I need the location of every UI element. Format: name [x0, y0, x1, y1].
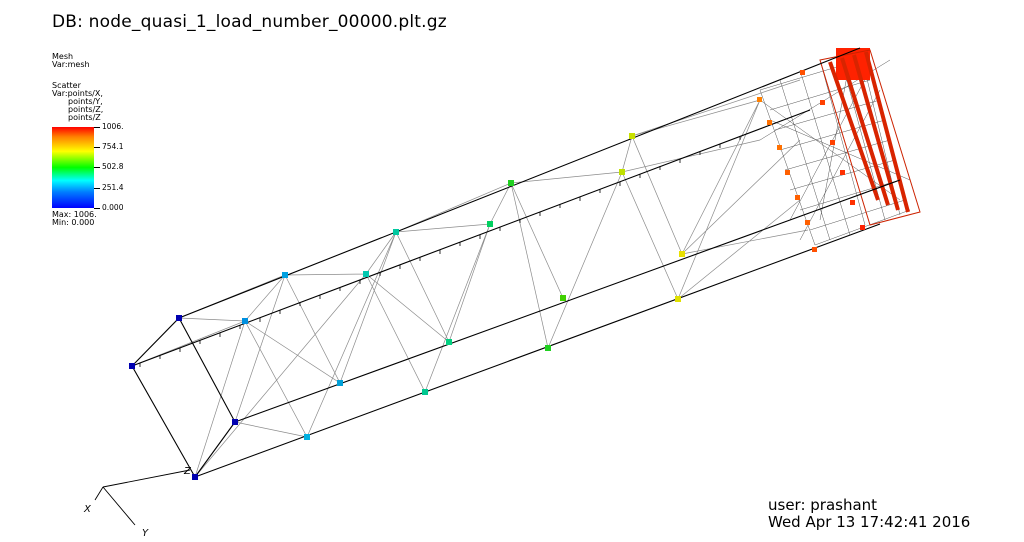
truss-web: [131, 79, 809, 478]
legend-minmax: Max: 1006. Min: 0.000: [52, 211, 97, 227]
user-name: user: prashant: [768, 496, 878, 514]
point: [508, 180, 514, 186]
database-title: DB: node_quasi_1_load_number_00000.plt.g…: [52, 12, 447, 32]
axis-label-y: Y: [142, 528, 149, 539]
point: [830, 140, 835, 145]
point: [629, 133, 635, 139]
point: [337, 380, 343, 386]
scatter-var-z: points/Z,: [68, 105, 104, 114]
scatter-var-x: Var:points/X,: [52, 89, 103, 98]
colorbar-tick-502: 502.8: [94, 163, 123, 171]
scatter-legend-label: Scatter: [52, 81, 81, 90]
point: [840, 170, 845, 175]
point: [363, 271, 369, 277]
bounding-box: [131, 47, 901, 478]
point: [785, 170, 790, 175]
point: [192, 474, 198, 480]
point: [487, 221, 493, 227]
legend-min: Min: 0.000: [52, 218, 95, 227]
color-scale-bar: [52, 127, 94, 208]
point: [619, 169, 625, 175]
point: [129, 363, 135, 369]
point: [860, 225, 865, 230]
point: [767, 120, 772, 125]
colorbar-tick-min: 0.000: [94, 204, 123, 212]
point: [757, 97, 762, 102]
point: [232, 419, 238, 425]
colorbar-tick-max: 1006.: [94, 123, 123, 131]
point: [393, 229, 399, 235]
point: [805, 220, 810, 225]
timestamp: Wed Apr 13 17:42:41 2016: [768, 513, 971, 531]
axis-label-z: Z: [183, 466, 192, 477]
axis-triad: [94, 469, 191, 526]
point: [777, 145, 782, 150]
point: [850, 200, 855, 205]
point: [795, 195, 800, 200]
scatter-var-z2: points/Z: [68, 113, 101, 122]
colorbar-tick-251: 251.4: [94, 184, 123, 192]
point: [820, 100, 825, 105]
legend-max: Max: 1006.: [52, 210, 97, 219]
point: [545, 345, 551, 351]
user-info: user: prashant Wed Apr 13 17:42:41 2016: [768, 497, 970, 531]
axis-ticks: [139, 136, 741, 367]
mesh-legend-var: Var:mesh: [52, 60, 90, 69]
point: [304, 434, 310, 440]
legend-panel: Mesh Var:mesh Scatter Var:points/X, poin…: [52, 53, 103, 122]
point: [422, 389, 428, 395]
scatter-var-y: points/Y,: [68, 97, 103, 106]
point: [800, 70, 805, 75]
point: [446, 339, 452, 345]
scatter-points: [129, 70, 865, 480]
point: [675, 296, 681, 302]
point: [176, 315, 182, 321]
point: [282, 272, 288, 278]
dense-red-block: [819, 48, 921, 226]
colorbar-tick-754: 754.1: [94, 143, 123, 151]
point: [242, 318, 248, 324]
point: [560, 295, 566, 301]
point: [812, 247, 817, 252]
mesh-legend-label: Mesh: [52, 52, 74, 61]
axis-label-x: X: [83, 504, 92, 515]
point: [679, 251, 685, 257]
